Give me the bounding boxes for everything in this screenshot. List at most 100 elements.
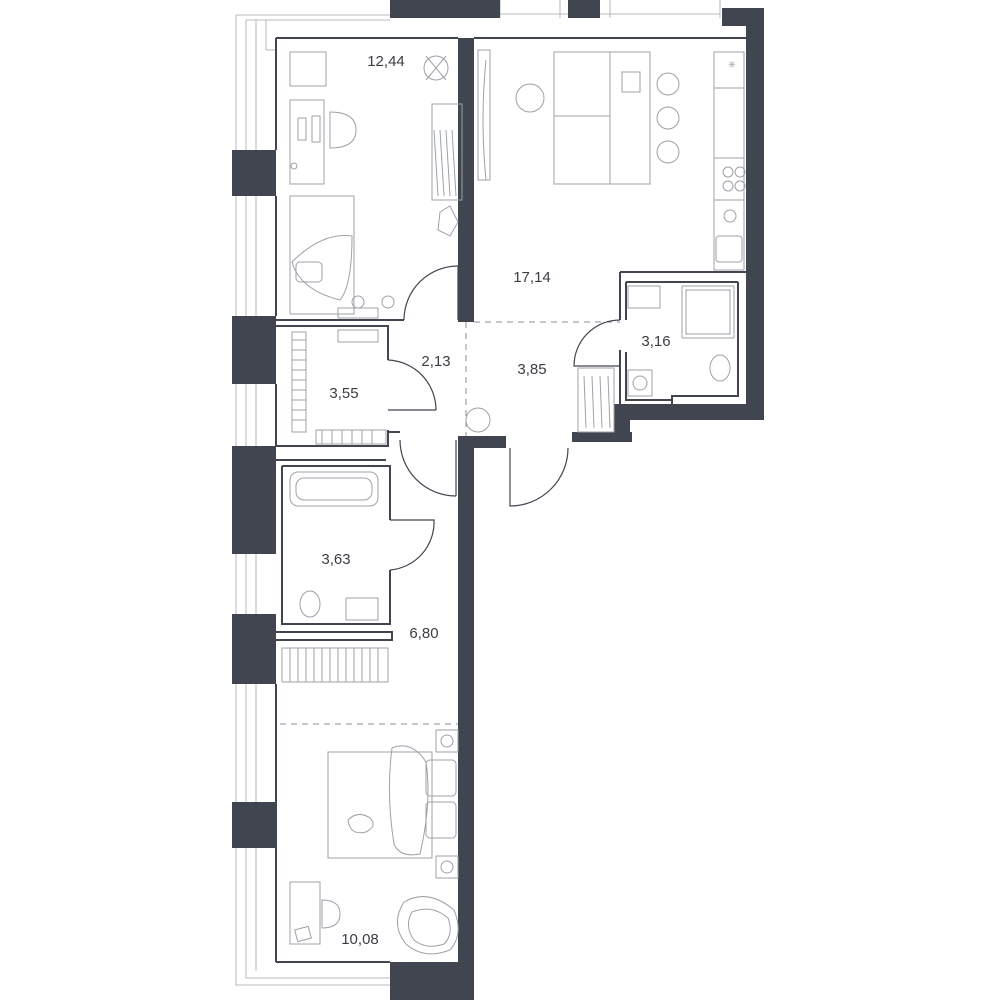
tv-curve bbox=[482, 59, 487, 181]
double-bed bbox=[327, 751, 433, 859]
corridor-hangers bbox=[289, 648, 379, 682]
plant-icon bbox=[423, 55, 449, 81]
pillow bbox=[295, 261, 323, 283]
desk-chair-icon bbox=[329, 111, 357, 149]
wall-partition-north bbox=[458, 38, 474, 322]
entrance-closet bbox=[577, 367, 615, 433]
bedroom-south-furniture bbox=[289, 729, 459, 955]
wall-top-a bbox=[390, 0, 500, 18]
snowflake-icon: ✳ bbox=[728, 60, 736, 71]
sofa-back bbox=[609, 51, 651, 185]
pillow-2 bbox=[425, 801, 457, 839]
ottoman-icon bbox=[515, 83, 545, 113]
burner-2 bbox=[734, 166, 746, 178]
area-label-bathroom-west: 3,63 bbox=[321, 551, 350, 568]
pillar-2 bbox=[232, 316, 276, 384]
area-label-living-kitchen: 17,14 bbox=[513, 269, 551, 286]
tv-console bbox=[477, 49, 491, 181]
kitchen-counter bbox=[713, 51, 745, 271]
sink-west-icon bbox=[345, 597, 379, 621]
bar-stool-1-icon bbox=[656, 72, 680, 96]
pillar-4 bbox=[232, 614, 276, 684]
lamp-south-2-icon bbox=[440, 860, 454, 874]
north-facade-frame bbox=[499, 0, 721, 18]
burner-4 bbox=[734, 180, 746, 192]
living-kitchen-furniture: ✳ bbox=[477, 49, 746, 271]
area-label-wardrobe: 3,55 bbox=[329, 385, 358, 402]
wall-east bbox=[614, 18, 764, 440]
desk-south bbox=[289, 881, 321, 945]
area-label-entrance: 3,85 bbox=[517, 361, 546, 378]
wall-bottom bbox=[390, 962, 474, 1000]
wardrobe-shelf bbox=[337, 329, 379, 343]
cushion-icon bbox=[621, 71, 641, 93]
pillar-3 bbox=[232, 446, 276, 554]
desk-chair-south-icon bbox=[321, 899, 341, 929]
shower-inner bbox=[685, 289, 731, 335]
wardrobe-furniture bbox=[291, 329, 387, 445]
sofa bbox=[553, 51, 611, 185]
wardrobe-rail-bottom bbox=[315, 429, 387, 445]
bar-stool-2-icon bbox=[656, 106, 680, 130]
corridor-wardrobe bbox=[281, 647, 389, 683]
wardrobe-rail-left bbox=[291, 331, 307, 433]
door-entrance bbox=[509, 447, 569, 507]
closet-hangers-east bbox=[583, 375, 611, 429]
door-wardrobe bbox=[387, 359, 437, 411]
door-hall bbox=[399, 439, 457, 497]
bathtub bbox=[289, 471, 379, 507]
basketball-icon bbox=[381, 295, 395, 309]
monitor-icon bbox=[297, 117, 307, 141]
wardrobe-hangers-left bbox=[292, 339, 306, 421]
room-labels: 12,44 17,14 2,13 3,85 3,16 3,55 3,63 6,8… bbox=[321, 53, 670, 948]
hall-round-table-icon bbox=[465, 407, 491, 433]
bar-stool-3-icon bbox=[656, 140, 680, 164]
lamp-south-1-icon bbox=[440, 734, 454, 748]
interior-partitions bbox=[275, 37, 746, 963]
shower-tray bbox=[681, 285, 735, 339]
bed bbox=[289, 195, 355, 315]
bathroom-east-furniture bbox=[577, 285, 735, 433]
toy-icon bbox=[437, 205, 459, 237]
mouse-icon bbox=[290, 162, 298, 170]
blanket bbox=[291, 235, 353, 301]
book-icon bbox=[294, 925, 312, 943]
armchair-seat bbox=[408, 908, 451, 947]
wardrobe-cabinet bbox=[431, 103, 463, 201]
doors bbox=[387, 265, 621, 571]
area-label-corridor: 6,80 bbox=[409, 625, 438, 642]
sink-east-icon bbox=[627, 285, 661, 309]
structural-walls bbox=[232, 0, 764, 1000]
cat-icon bbox=[347, 814, 374, 834]
kitchen-sink-icon bbox=[715, 235, 743, 263]
shelf bbox=[289, 51, 327, 87]
toilet-west-icon bbox=[299, 590, 321, 618]
burner-3 bbox=[722, 180, 734, 192]
burner-1 bbox=[722, 166, 734, 178]
hall-fixtures bbox=[465, 407, 491, 433]
kettle-icon bbox=[723, 209, 737, 223]
pillar-1 bbox=[232, 150, 276, 196]
area-label-bathroom-east: 3,16 bbox=[641, 333, 670, 350]
pillow-1 bbox=[425, 759, 457, 797]
wardrobe-hangers-bottom bbox=[321, 430, 373, 444]
armchair bbox=[397, 896, 459, 955]
wall-top-b bbox=[568, 0, 600, 18]
bedroom-north-furniture bbox=[289, 51, 463, 319]
hanger-lines bbox=[433, 129, 457, 197]
nightstand bbox=[337, 307, 379, 319]
area-label-hall: 2,13 bbox=[421, 353, 450, 370]
toilet-east-icon bbox=[709, 354, 731, 382]
area-label-bedroom-north: 12,44 bbox=[367, 53, 405, 70]
door-bedroom-north bbox=[403, 265, 459, 321]
area-label-bedroom-south: 10,08 bbox=[341, 931, 379, 948]
zone-separators bbox=[280, 321, 620, 725]
nightstand-south-2 bbox=[435, 855, 459, 879]
keyboard-icon bbox=[311, 115, 321, 143]
pillar-5 bbox=[232, 802, 276, 848]
bed-blanket bbox=[388, 745, 429, 856]
bathtub-inner bbox=[295, 477, 373, 501]
plant-leaves bbox=[425, 55, 447, 81]
desk bbox=[289, 99, 325, 185]
